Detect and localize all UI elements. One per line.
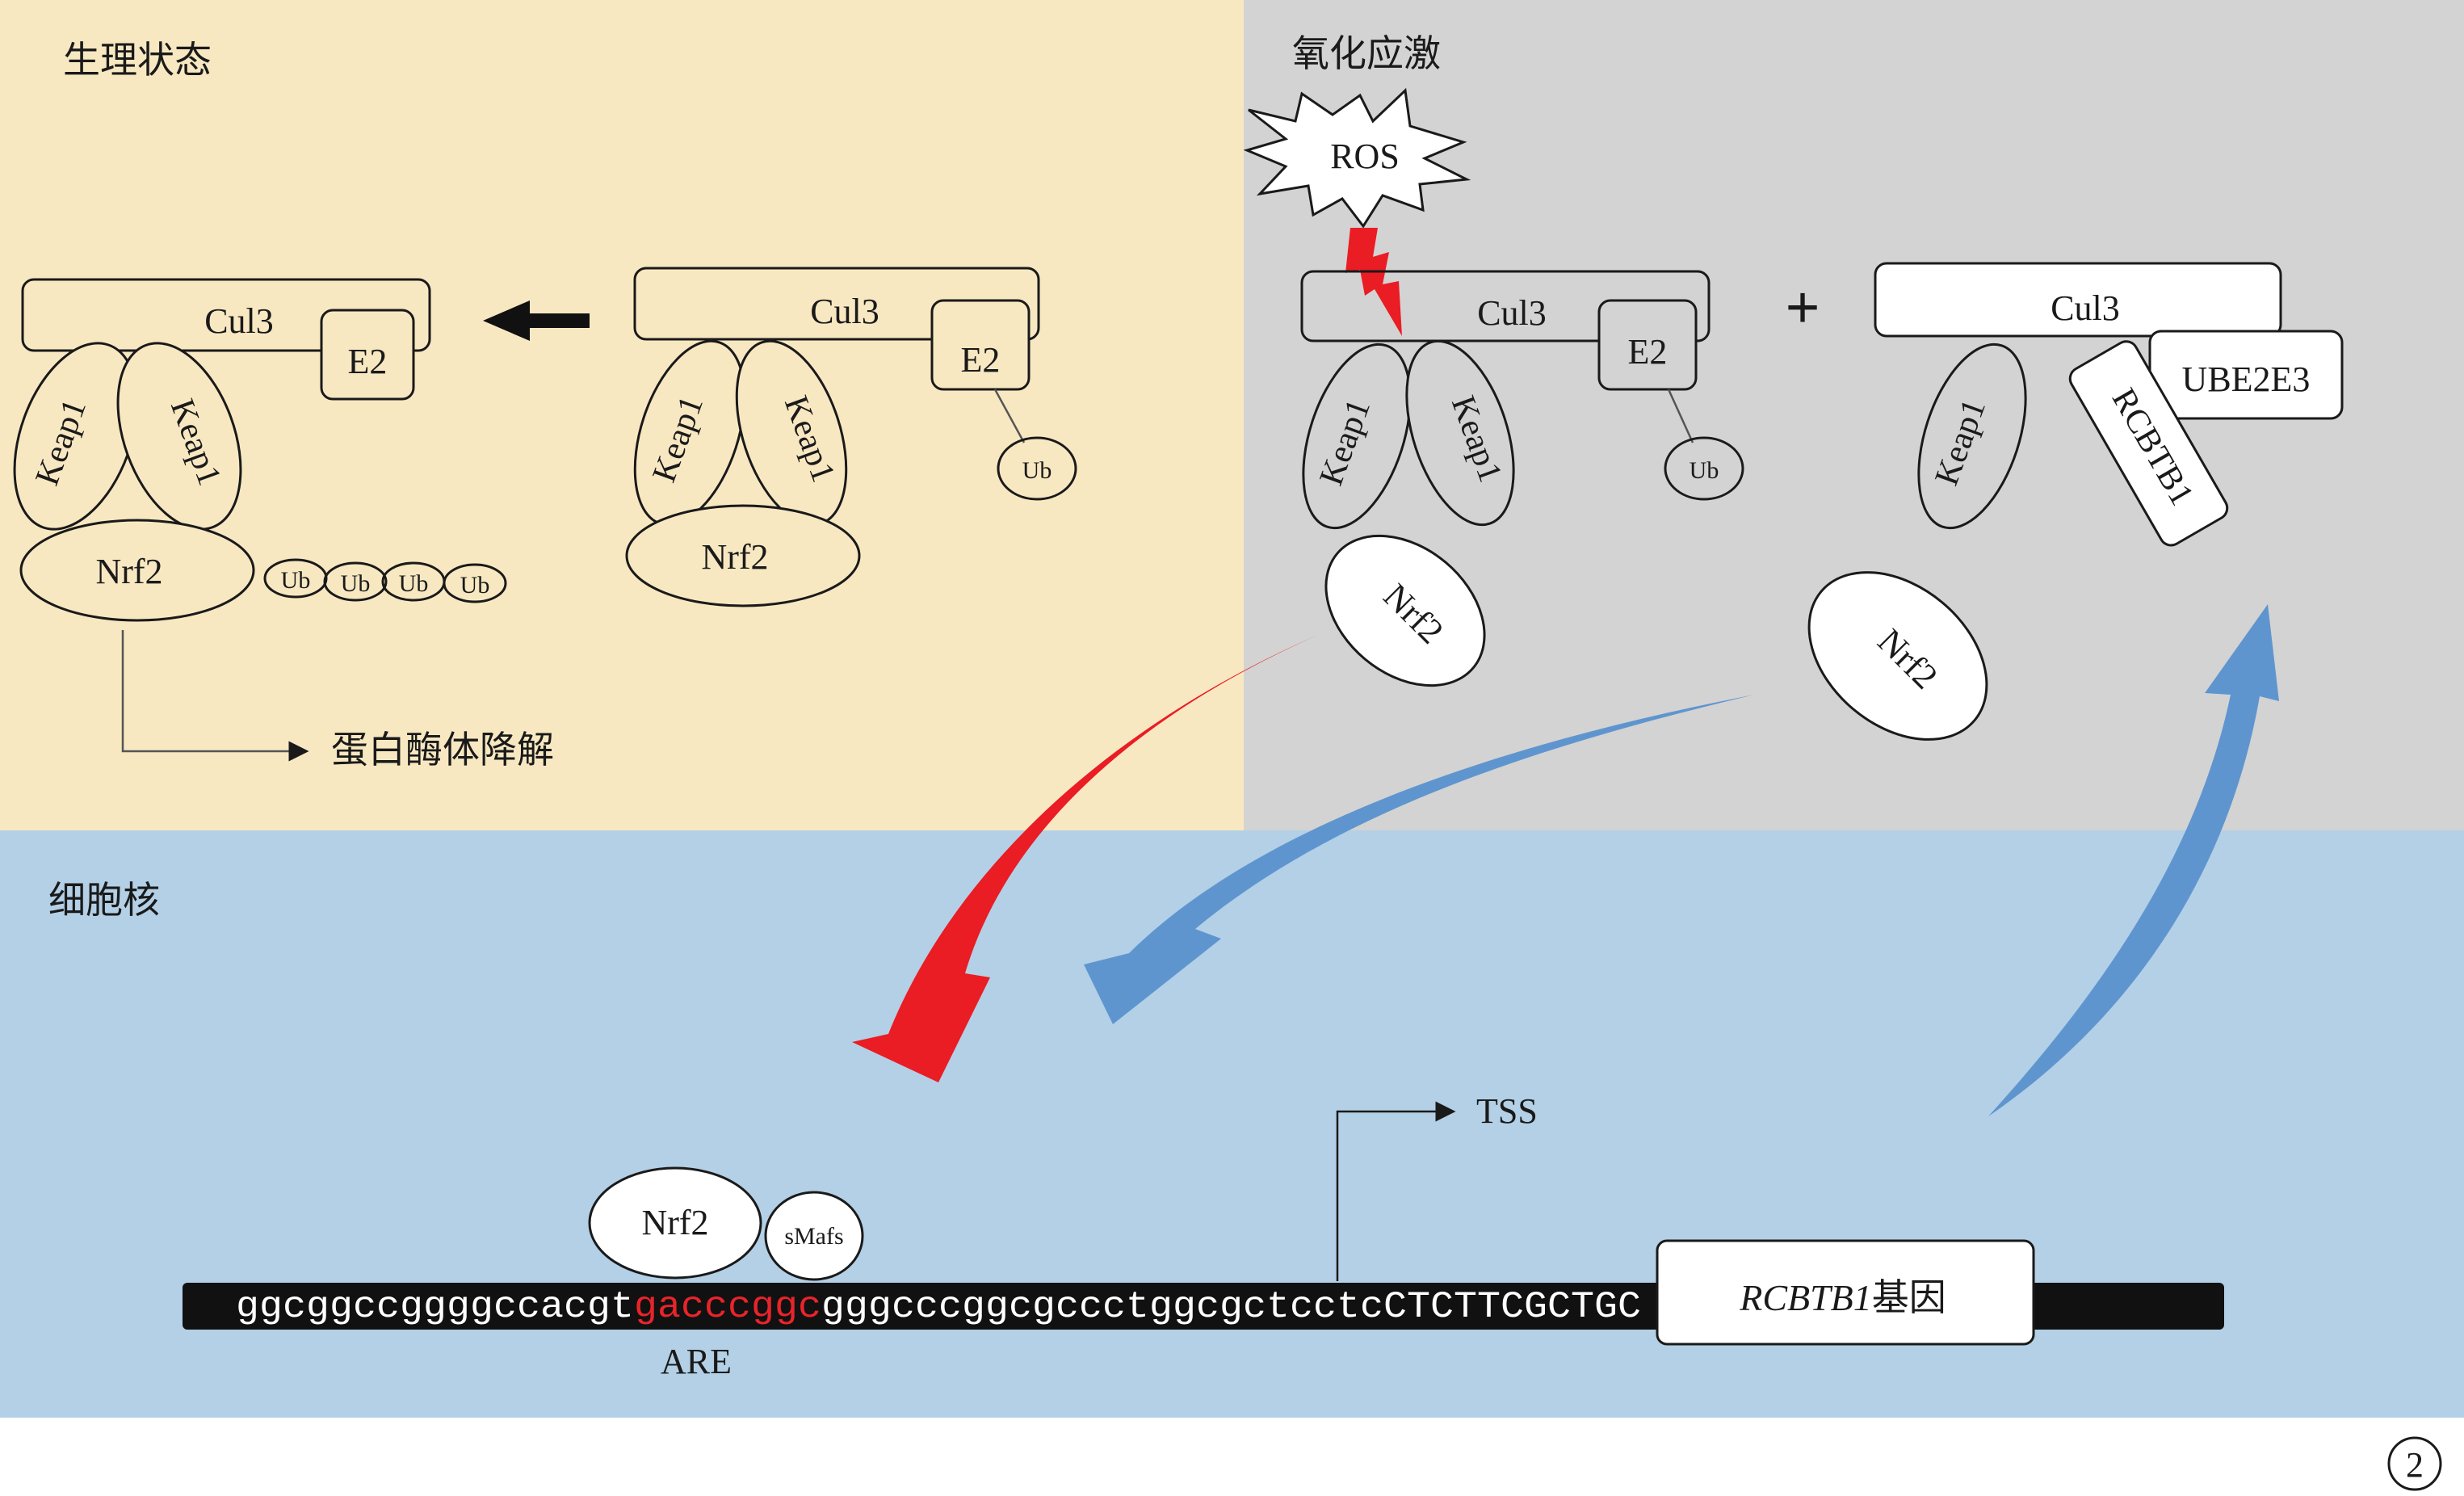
ros-burst: ROS <box>1243 87 1471 336</box>
smafs-ellipse <box>764 1191 864 1281</box>
nrf2-ellipse-free <box>1807 571 1988 741</box>
sequence-part3: CTCTTCGCTGC <box>1383 1286 1641 1328</box>
nrf2-ellipse <box>19 519 255 622</box>
e2-label: E2 <box>1628 332 1668 372</box>
cul3-box <box>633 267 1040 341</box>
ub-ellipse <box>443 563 507 603</box>
sequence-part2: gggcccggcgccctggcgctcctc <box>821 1286 1383 1328</box>
e2-box <box>930 299 1031 391</box>
sequence-part1: ggcggccggggccacgt <box>236 1286 634 1328</box>
gene-label: RCBTB1基因 <box>1739 1275 1946 1319</box>
gene-suffix: 基因 <box>1872 1275 1946 1319</box>
cul3-label: Cul3 <box>204 301 274 341</box>
degradation-label: 蛋白酶体降解 <box>331 728 554 771</box>
ub-ellipse <box>1664 436 1744 501</box>
ub-ellipse <box>997 436 1077 501</box>
ub-label: Ub <box>341 570 371 597</box>
rcbtb1-gene-box <box>1656 1239 2035 1346</box>
complex-rcbtb1: Cul3 UBE2E3 RCBTB1 Keap1 <box>1874 262 2344 547</box>
ub-label: Ub <box>1022 457 1052 484</box>
keap1-ellipse-right <box>116 342 242 531</box>
red-curved-arrow <box>852 635 1318 1082</box>
sequence-are-site: gacccggc <box>634 1286 821 1328</box>
nrf2-ellipse <box>625 504 861 607</box>
left-arrow <box>483 300 590 341</box>
ros-label: ROS <box>1330 137 1400 176</box>
cul3-box <box>21 278 431 352</box>
tss-arrow <box>1336 1101 1456 1281</box>
ub-label: Ub <box>1690 457 1719 484</box>
cul3-label: Cul3 <box>2051 288 2120 328</box>
blue-curved-arrow-from-gene <box>1988 604 2279 1116</box>
e2-box <box>1597 299 1698 391</box>
complex-oxidative: Cul3 E2 Ub Keap1 Keap1 Nrf2 <box>1300 270 1744 687</box>
panel-number-circle <box>2387 1436 2442 1491</box>
oxidative-title: 氧化应激 <box>1292 32 1441 75</box>
ros-lightning <box>1345 228 1402 336</box>
ub-label: Ub <box>281 567 311 594</box>
complex-bound: Cul3 E2 Ub Keap1 Keap1 Nrf2 <box>625 267 1077 607</box>
gene-name: RCBTB1 <box>1739 1277 1872 1318</box>
cul3-box <box>1300 270 1711 342</box>
smafs-label: sMafs <box>784 1223 843 1250</box>
physiological-title: 生理状态 <box>63 38 212 82</box>
nrf2-ellipse-bound <box>588 1166 762 1280</box>
complex-ubiquitinated: Cul3 E2 Keap1 Keap1 Nrf2 Ub Ub Ub Ub 蛋白酶… <box>13 278 554 771</box>
keap1-ellipse <box>1917 342 2027 530</box>
nrf2-label: Nrf2 <box>641 1203 708 1242</box>
e2-ub-link <box>1667 389 1694 443</box>
nrf2-ellipse-released <box>1324 534 1486 687</box>
cul3-label: Cul3 <box>1477 293 1547 333</box>
ube2e3-label: UBE2E3 <box>2182 359 2311 399</box>
nucleus-title: 细胞核 <box>48 878 160 922</box>
cul3-box <box>1874 262 2282 338</box>
degradation-connector <box>121 630 309 762</box>
e2-label: E2 <box>348 342 388 381</box>
keap1-ellipse-right <box>1405 339 1515 527</box>
ub-label: Ub <box>399 570 429 597</box>
e2-ub-link <box>993 389 1026 443</box>
are-label: ARE <box>661 1342 732 1381</box>
tss-label: TSS <box>1476 1091 1538 1131</box>
cul3-label: Cul3 <box>810 292 879 331</box>
nrf2-label: Nrf2 <box>95 552 162 591</box>
plus-sign: + <box>1785 274 1820 342</box>
e2-box <box>320 309 415 401</box>
panel-number: 2 <box>2406 1445 2424 1485</box>
nrf2-label: Nrf2 <box>701 537 768 577</box>
ub-label: Ub <box>460 572 490 599</box>
ros-starburst <box>1243 87 1471 229</box>
e2-label: E2 <box>961 340 1001 380</box>
keap1-ellipse-left <box>1302 342 1412 530</box>
ub-ellipse <box>323 561 388 602</box>
rcbtb1-box <box>2068 340 2229 547</box>
blue-curved-arrow-to-nucleus <box>1084 695 1754 1024</box>
